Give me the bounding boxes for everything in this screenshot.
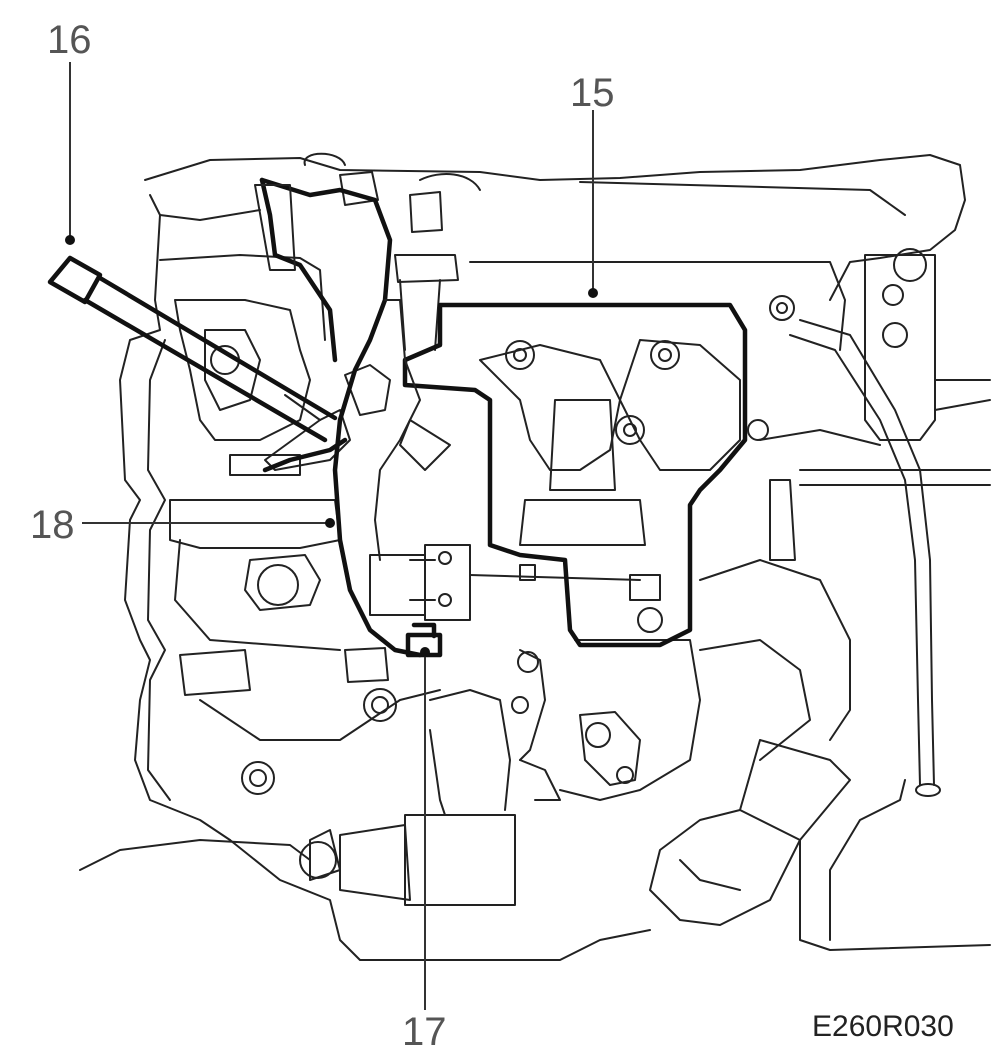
dipstick-tube-16 xyxy=(47,255,338,443)
connector-17 xyxy=(405,622,443,658)
engine-block-outline xyxy=(79,152,991,961)
heat-shield-15 xyxy=(402,302,748,648)
leader-lines xyxy=(65,62,598,1010)
callout-17: 17 xyxy=(402,1010,447,1054)
callout-15: 15 xyxy=(570,71,615,115)
callout-16: 16 xyxy=(47,18,92,62)
figure-id: E260R030 xyxy=(812,1010,954,1043)
callout-18: 18 xyxy=(30,503,75,547)
wiring-harness-18 xyxy=(254,177,451,658)
